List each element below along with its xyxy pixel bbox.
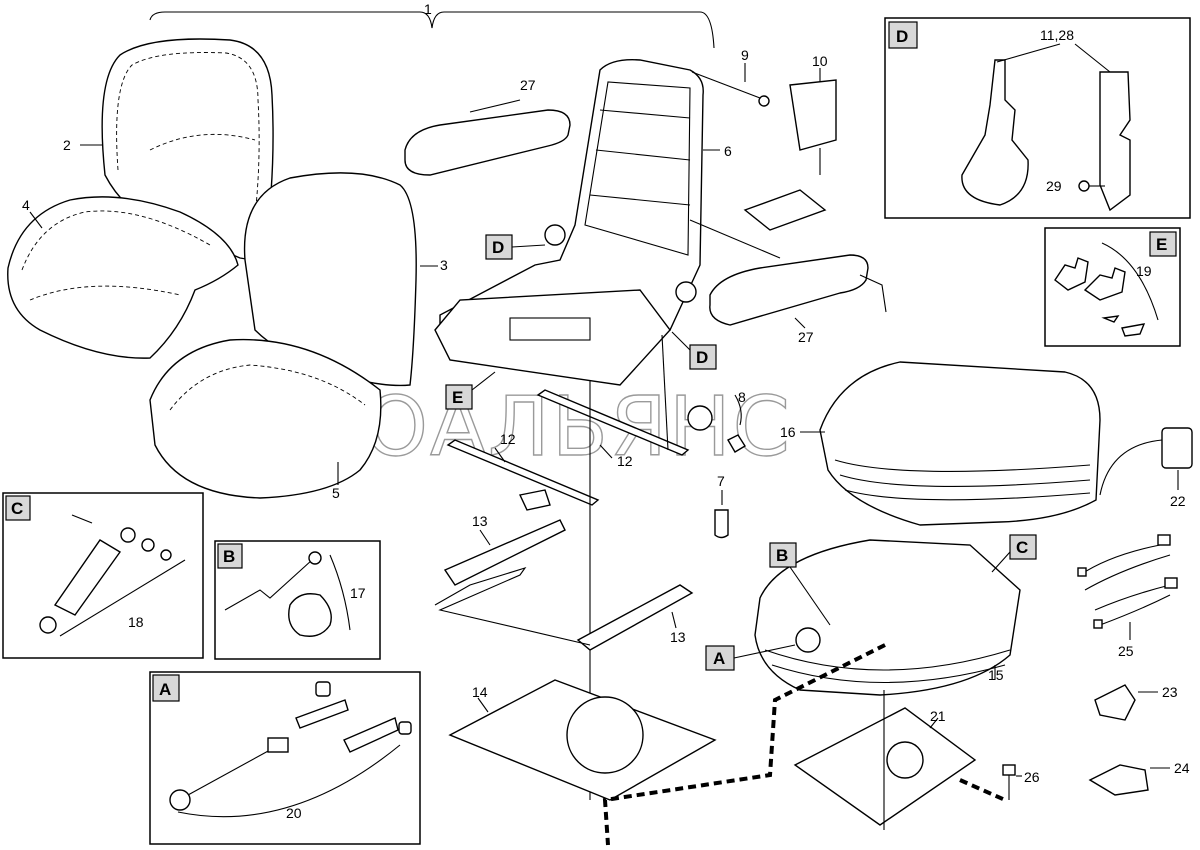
callout-14: 14 [472,684,488,700]
marker-D-2: D [671,331,717,370]
detail-box-C-letter: C [11,499,23,518]
callout-17: 17 [350,585,366,601]
marker-E-1: E [445,371,496,410]
callout-13a: 13 [472,513,488,529]
bracket-21: 21 [793,690,977,830]
callout-26: 26 [1024,769,1040,785]
callout-24: 24 [1174,760,1190,776]
callout-5: 5 [332,485,340,501]
callout-2: 2 [63,137,71,153]
connector-24: 24 [1088,760,1190,796]
callout-27a: 27 [520,77,536,93]
svg-text:D: D [696,348,708,367]
knob-8: 8 [687,389,746,453]
callout-16: 16 [780,424,796,440]
label-plate-10: 10 [743,53,837,231]
marker-A-1: A [705,644,796,671]
svg-text:D: D [492,238,504,257]
base-plate-14: 14 [448,679,717,801]
callout-3: 3 [440,257,448,273]
detail-box-D: D 11,28 29 [884,17,1191,219]
frame-guideline [689,219,781,259]
routing-path-2 [959,778,1006,802]
callout-21: 21 [930,708,946,724]
detail-box-C: C 18 [2,492,204,659]
callout-12b: 12 [617,453,633,469]
detail-box-B: B 17 [214,540,381,660]
callout-13b: 13 [670,629,686,645]
callout-8: 8 [738,389,746,405]
callout-20: 20 [286,805,302,821]
seat-cover-upholstered: 2 4 [7,38,274,359]
detail-box-A: A 20 [149,671,421,845]
callout-6: 6 [724,143,732,159]
detail-box-A-letter: A [159,680,171,699]
svg-text:E: E [452,388,463,407]
svg-text:C: C [1016,538,1028,557]
callout-29: 29 [1046,178,1062,194]
marker-D-1: D [485,234,546,260]
suspension-cushion-16: 16 [780,361,1101,526]
svg-text:B: B [776,546,788,565]
detail-box-B-letter: B [223,547,235,566]
callout-23: 23 [1162,684,1178,700]
callout-7: 7 [717,473,725,489]
callout-22: 22 [1170,493,1186,509]
marker-C-1: C [991,534,1037,573]
callout-12a: 12 [500,431,516,447]
assembly-bracket-1: 1 [149,1,715,49]
suspension-15: 15 [754,539,1021,696]
svg-text:A: A [713,649,725,668]
callout-18: 18 [128,614,144,630]
callout-19: 19 [1136,263,1152,279]
seat-frame: 6 [434,59,732,386]
wiring-harness-25: 25 [1077,534,1178,659]
armrest-left: 27 [404,77,571,176]
callout-1: 1 [424,1,432,17]
bolt-26: 26 [1002,764,1040,800]
callout-15: 15 [988,667,1004,683]
switch-22: 22 [1099,427,1193,509]
slide-rail-13: 13 13 [434,513,694,651]
callout-27b: 27 [798,329,814,345]
seat-shell: 3 5 [149,172,448,501]
armrest-right: 27 [709,254,887,345]
callout-25: 25 [1118,643,1134,659]
strap-12: 12 12 [446,389,690,511]
assembly-axis-line-2 [661,334,669,451]
marker-B-1: B [769,542,831,626]
callout-11-28: 11,28 [1040,27,1074,43]
pin-7: 7 [714,473,729,539]
callout-10: 10 [812,53,828,69]
valve-23: 23 [1094,684,1178,721]
detail-box-E-letter: E [1156,235,1167,254]
callout-9: 9 [741,47,749,63]
callout-4: 4 [22,197,30,213]
detail-box-D-letter: D [896,27,908,46]
detail-box-E: E 19 [1044,227,1181,347]
bolt-9: 9 [691,47,770,107]
routing-path [602,643,886,846]
